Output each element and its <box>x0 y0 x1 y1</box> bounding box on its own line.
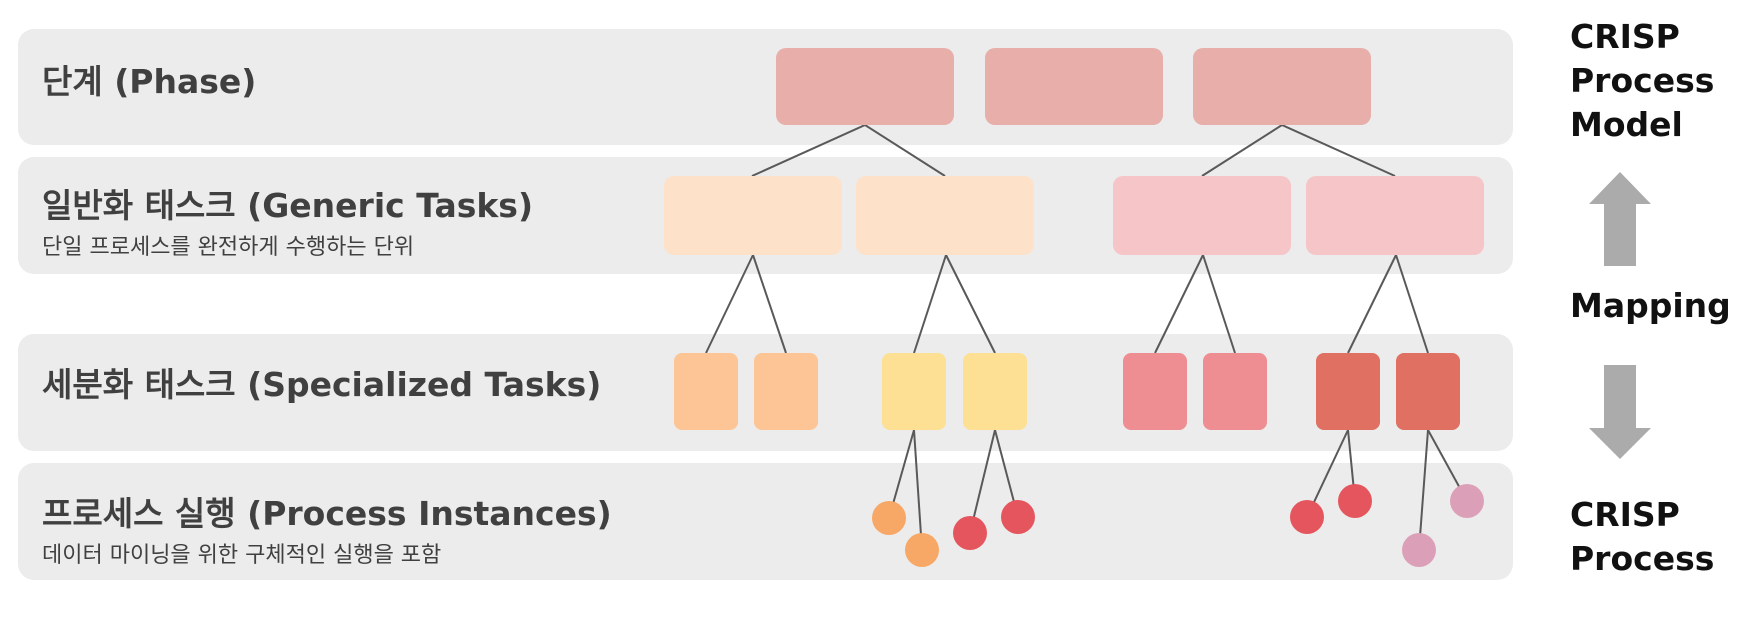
crisp-process-model-line-2: Process <box>1570 61 1715 100</box>
process-instance-node <box>905 533 939 567</box>
mapping-label: Mapping <box>1570 286 1731 325</box>
crisp-process-model-label: CRISP Process Model <box>1570 15 1714 147</box>
specialized-task-box <box>1396 353 1460 430</box>
process-instance-node <box>1402 533 1436 567</box>
generic-tasks-label: 일반화 태스크 (Generic Tasks) <box>42 186 534 225</box>
crisp-process-model-line-3: Model <box>1570 105 1683 144</box>
process-instances-description: 데이터 마이닝을 위한 구체적인 실행을 포함 <box>42 543 442 568</box>
arrow-up-icon <box>1589 172 1651 266</box>
process-instances-band: 프로세스 실행 (Process Instances) 데이터 마이닝을 위한 … <box>18 463 1513 580</box>
connector-line <box>969 429 996 534</box>
connector-line <box>1418 429 1429 551</box>
connector-line <box>913 429 923 551</box>
crisp-process-line-2: Process <box>1570 539 1715 578</box>
specialized-task-box <box>754 353 818 430</box>
process-instance-node <box>1450 484 1484 518</box>
generic-tasks-description: 단일 프로세스를 완전하게 수행하는 단위 <box>42 235 415 260</box>
process-instances-label: 프로세스 실행 (Process Instances) <box>42 494 612 533</box>
generic-task-box <box>1306 176 1484 255</box>
crisp-process-model-line-1: CRISP <box>1570 17 1680 56</box>
specialized-task-box <box>882 353 946 430</box>
connector-line <box>1202 254 1236 354</box>
connector-line <box>1154 254 1204 354</box>
connector-line <box>705 254 754 354</box>
arrow-down-icon <box>1589 365 1651 459</box>
specialized-task-box <box>963 353 1027 430</box>
specialized-task-box <box>1316 353 1380 430</box>
connector-line <box>864 124 946 177</box>
generic-task-box <box>664 176 842 255</box>
connector-line <box>945 254 996 354</box>
connector-line <box>752 254 787 354</box>
specialized-task-box <box>674 353 738 430</box>
phase-label: 단계 (Phase) <box>42 62 257 101</box>
specialized-task-box <box>1203 353 1267 430</box>
connector-line <box>913 254 947 354</box>
phase-box <box>985 48 1163 125</box>
connector-line <box>751 124 866 177</box>
phase-box <box>1193 48 1371 125</box>
generic-task-box <box>856 176 1034 255</box>
process-instance-node <box>872 501 906 535</box>
process-instance-node <box>953 516 987 550</box>
generic-task-box <box>1113 176 1291 255</box>
connector-line <box>1347 254 1397 354</box>
connector-line <box>1281 124 1396 177</box>
specialized-task-box <box>1123 353 1187 430</box>
specialized-tasks-label: 세분화 태스크 (Specialized Tasks) <box>42 365 602 404</box>
crisp-process-label: CRISP Process <box>1570 493 1714 581</box>
phase-box <box>776 48 954 125</box>
connector-line <box>1395 254 1429 354</box>
connector-line <box>1201 124 1283 177</box>
process-instance-node <box>1001 500 1035 534</box>
process-instance-node <box>1338 484 1372 518</box>
process-instance-node <box>1290 500 1324 534</box>
crisp-process-line-1: CRISP <box>1570 495 1680 534</box>
